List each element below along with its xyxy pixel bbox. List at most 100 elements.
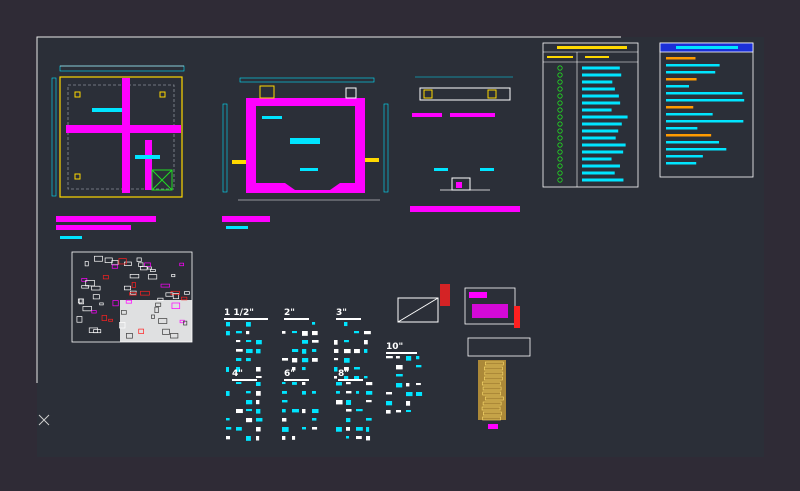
table-row-symbol — [557, 170, 563, 176]
iso-fitting — [92, 294, 100, 300]
detail-support — [410, 168, 520, 212]
note-line — [666, 148, 727, 151]
table-row-symbol — [557, 100, 563, 106]
table-row-text — [582, 122, 622, 126]
pipe-fitting — [292, 409, 299, 413]
note-line — [666, 106, 694, 109]
pipe-fitting — [302, 382, 306, 385]
pipe-fitting — [246, 418, 253, 423]
stack-element — [481, 381, 501, 386]
table-row-symbol — [557, 128, 563, 134]
pipe-fitting — [366, 400, 372, 403]
table-row-text — [582, 94, 619, 98]
pipe-fitting — [302, 367, 306, 371]
table-row-text — [582, 87, 615, 91]
table-row-symbol — [557, 79, 563, 85]
pipe-fitting — [386, 401, 393, 406]
table-row-text — [582, 178, 624, 182]
stack-element — [482, 416, 501, 421]
pipe-size-label-8: 8" — [338, 369, 363, 381]
pipe-fitting — [246, 331, 250, 335]
pipe-fitting — [354, 367, 360, 370]
pipe-fitting — [292, 382, 297, 385]
pipe-fitting — [364, 340, 368, 345]
pipe-fitting — [344, 358, 350, 363]
isometric-sheet — [71, 251, 193, 343]
pipe-fitting — [364, 331, 371, 335]
iso-fitting — [171, 274, 176, 278]
pipe-fitting — [282, 391, 287, 394]
pipe-fitting — [246, 436, 251, 441]
table-row-text — [582, 171, 615, 175]
pipe-fitting — [312, 391, 316, 394]
iso-fitting — [129, 274, 140, 279]
iso-fitting — [78, 298, 84, 305]
pipe-fitting — [256, 376, 262, 379]
note-line — [666, 64, 720, 67]
iso-fitting — [93, 329, 102, 334]
pipe-fitting — [236, 349, 243, 352]
iso-fitting — [131, 282, 136, 288]
iso-fitting — [108, 318, 113, 322]
iso-fitting — [118, 258, 127, 265]
pipe-fitting — [396, 383, 403, 388]
pipe-fitting — [226, 418, 230, 421]
pipe-fitting — [302, 331, 308, 336]
iso-fitting — [170, 333, 179, 339]
pipe-fitting — [282, 436, 286, 440]
pipe-fitting — [406, 383, 410, 387]
pipe-fitting — [346, 391, 352, 394]
pipe-fitting — [302, 349, 307, 354]
iso-fitting — [102, 275, 109, 280]
iso-fitting — [94, 255, 103, 262]
table-rows — [557, 65, 628, 183]
pipe-fitting — [346, 409, 352, 412]
pipe-fitting — [346, 400, 352, 405]
stack-element — [482, 401, 502, 406]
pipe-fitting — [256, 418, 263, 422]
stack-element — [484, 371, 504, 376]
pipe-fitting — [236, 340, 241, 343]
iso-fitting — [136, 257, 142, 262]
pipe-fitting — [334, 376, 338, 379]
pipe-fitting — [246, 322, 251, 327]
pipe-fitting — [282, 427, 289, 432]
pipe-fitting — [356, 427, 363, 431]
pipe-fitting — [292, 367, 296, 371]
iso-fitting — [172, 293, 180, 300]
pipe-fitting — [246, 358, 251, 362]
pipe-fitting — [256, 427, 261, 432]
pipe-fitting-groups — [226, 322, 423, 441]
pipe-fitting — [366, 436, 371, 441]
iso-fitting — [147, 274, 158, 280]
table-row-text — [582, 73, 622, 77]
pipe-fitting — [336, 391, 340, 394]
pipe-size-label-3: 3" — [336, 308, 361, 320]
notes-panel — [659, 42, 754, 178]
iso-fitting — [157, 297, 164, 301]
pipe-fitting — [336, 427, 342, 432]
iso-fitting — [125, 299, 132, 304]
pipe-fitting — [312, 331, 318, 336]
iso-fitting — [81, 278, 88, 282]
pipe-fitting — [282, 358, 289, 361]
note-line — [666, 141, 720, 144]
table-row-text — [582, 66, 620, 70]
iso-fitting — [155, 302, 162, 307]
table-row-text — [582, 129, 619, 133]
table-row-text — [582, 108, 612, 112]
note-line — [666, 78, 697, 81]
pipe-fitting — [346, 427, 351, 431]
iso-fitting — [165, 292, 174, 297]
pipe-fitting — [416, 365, 422, 368]
iso-fitting — [119, 322, 126, 329]
iso-fitting — [91, 310, 97, 314]
pipe-fitting — [246, 400, 253, 405]
pipe-fitting — [236, 427, 242, 431]
pipe-fitting — [226, 391, 230, 396]
iso-fitting — [154, 306, 159, 314]
pipe-fitting — [344, 340, 349, 343]
pipe-fitting — [226, 436, 231, 440]
pipe-fitting — [356, 409, 363, 412]
